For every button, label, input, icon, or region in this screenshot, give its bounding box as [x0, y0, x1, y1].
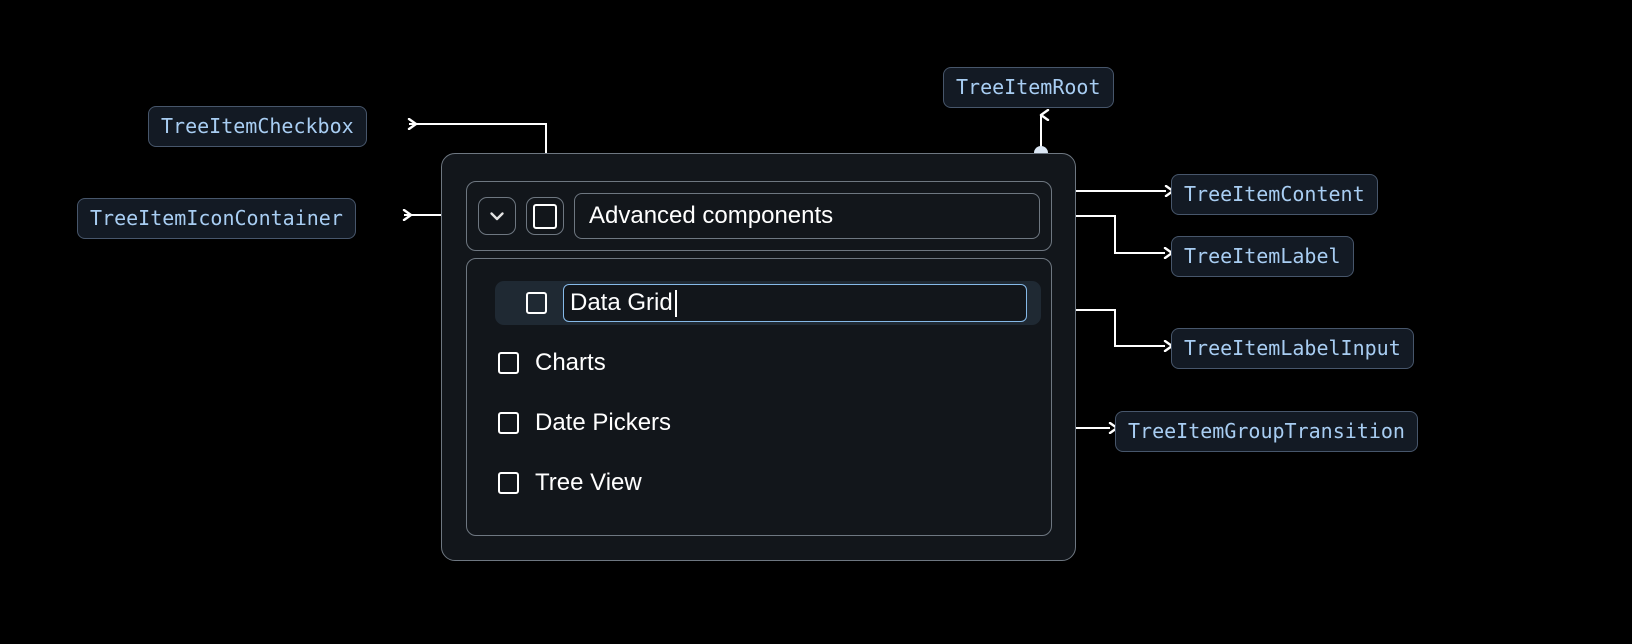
annotation-tree-item-group-transition: TreeItemGroupTransition	[1115, 411, 1418, 452]
annotation-tree-item-checkbox: TreeItemCheckbox	[148, 106, 367, 147]
tree-item-row-data-grid[interactable]: Data Grid	[495, 281, 1041, 325]
tree-item-content[interactable]: Advanced components	[466, 181, 1052, 251]
tree-item-label-input-value: Data Grid	[570, 289, 673, 316]
tree-item-row-tree-view[interactable]: Tree View	[467, 461, 1051, 505]
text-caret	[674, 289, 677, 317]
tree-item-label[interactable]: Advanced components	[574, 193, 1040, 239]
tree-item-group-transition: Data Grid Charts Date Pickers Tree View	[466, 258, 1052, 536]
tree-item-label-date-pickers: Date Pickers	[535, 409, 672, 436]
tree-item-checkbox-tree-view[interactable]	[498, 472, 519, 494]
tree-item-row-date-pickers[interactable]: Date Pickers	[467, 401, 1051, 445]
tree-item-label-tree-view: Tree View	[535, 469, 642, 496]
tree-item-checkbox-data-grid[interactable]	[526, 292, 547, 314]
annotation-tree-item-content: TreeItemContent	[1171, 174, 1378, 215]
tree-item-label-charts: Charts	[535, 349, 606, 376]
tree-item-checkbox-charts[interactable]	[498, 352, 519, 374]
tree-item-checkbox[interactable]	[526, 197, 564, 235]
tree-item-row-charts[interactable]: Charts	[467, 341, 1051, 385]
tree-item-label-input[interactable]: Data Grid	[563, 284, 1027, 322]
annotation-tree-item-icon-container: TreeItemIconContainer	[77, 198, 356, 239]
annotation-tree-item-label: TreeItemLabel	[1171, 236, 1354, 277]
tree-item-icon-container[interactable]	[478, 197, 516, 235]
chevron-down-icon	[486, 205, 508, 227]
tree-item-checkbox-date-pickers[interactable]	[498, 412, 519, 434]
annotation-tree-item-label-input: TreeItemLabelInput	[1171, 328, 1414, 369]
tree-item-label-text: Advanced components	[589, 202, 834, 229]
checkbox-glyph	[533, 203, 557, 229]
annotation-tree-item-root: TreeItemRoot	[943, 67, 1114, 108]
